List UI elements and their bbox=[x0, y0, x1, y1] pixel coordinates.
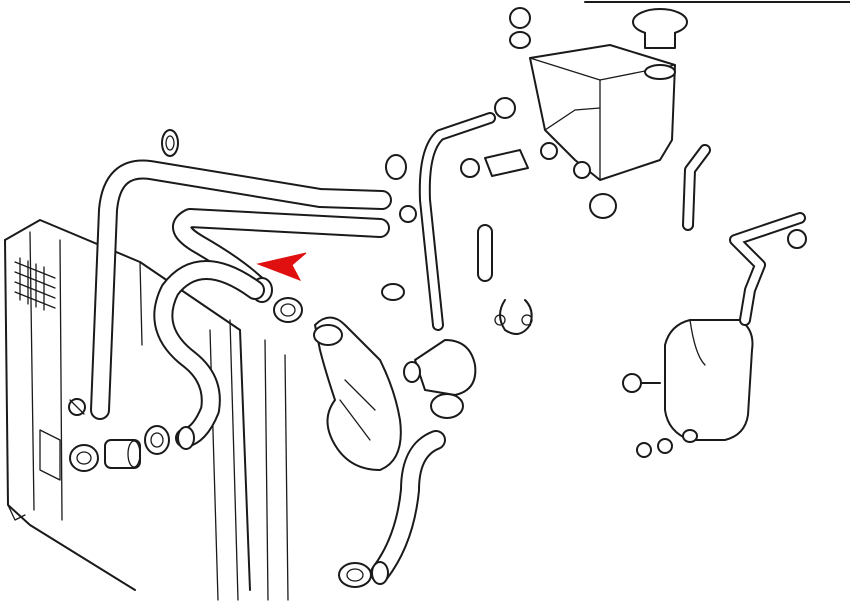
hose-clamps bbox=[68, 129, 464, 588]
hose-coupling bbox=[104, 439, 141, 469]
lower-pump-hose bbox=[370, 430, 446, 585]
lower-radiator-hose bbox=[153, 260, 265, 450]
mounting-bolts bbox=[622, 373, 673, 458]
coolant-expansion-tank bbox=[529, 44, 676, 181]
radiator-core-grid bbox=[14, 257, 56, 311]
washer-fluid-reservoir bbox=[664, 212, 806, 443]
bypass-hose bbox=[90, 159, 392, 420]
grommets bbox=[381, 7, 807, 301]
short-tube bbox=[477, 224, 493, 282]
vent-hose bbox=[682, 144, 711, 231]
temperature-sensor bbox=[460, 149, 529, 178]
expansion-tank-cap bbox=[632, 8, 688, 80]
spring-clip bbox=[494, 299, 533, 335]
thermostat-housing bbox=[313, 316, 477, 471]
pointer-arrow bbox=[256, 252, 307, 281]
overflow-hose bbox=[418, 112, 496, 331]
